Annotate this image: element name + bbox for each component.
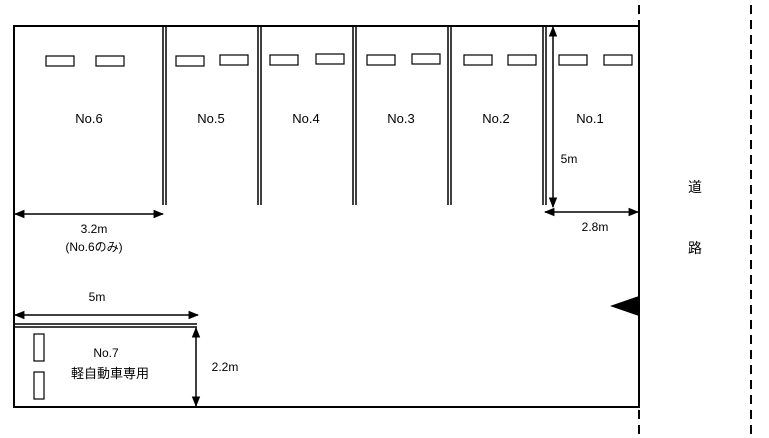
dimension-no6-width: 3.2m [81, 222, 108, 236]
wheel-stop [507, 54, 537, 66]
road-label-1: 道 [688, 179, 702, 195]
wheel-stop [219, 54, 249, 66]
wheel-stop [33, 333, 45, 362]
wheel-stop [411, 53, 441, 65]
wheel-stop [366, 54, 396, 66]
dimension-no6-note: (No.6のみ) [65, 240, 122, 254]
space-dividers [162, 26, 547, 205]
space-label-no4: No.4 [292, 111, 319, 126]
wheel-stop [603, 54, 633, 66]
wheel-stop [269, 54, 299, 66]
wheel-stop [45, 55, 75, 67]
dimension-depth: 5m [561, 152, 578, 166]
entrance-marker [610, 296, 639, 316]
wheel-stop [175, 55, 205, 67]
dimension-lot7-length: 5m [89, 290, 106, 304]
lot7-label: No.7 [93, 346, 119, 360]
wheel-stop [315, 53, 345, 65]
dimension-lot7-width: 2.2m [212, 360, 239, 374]
space-label-no5: No.5 [197, 111, 224, 126]
lot7-note: 軽自動車専用 [71, 366, 149, 381]
space-label-no2: No.2 [482, 111, 509, 126]
wheel-stop [558, 54, 588, 66]
space-label-no6: No.6 [75, 111, 102, 126]
space-label-no1: No.1 [576, 111, 603, 126]
wheel-stop [33, 371, 45, 400]
wheel-stop [463, 54, 493, 66]
wheel-stops [45, 53, 633, 67]
space-label-no3: No.3 [387, 111, 414, 126]
dimension-no1-width: 2.8m [582, 220, 609, 234]
road-label-2: 路 [688, 240, 702, 256]
wheel-stop [95, 55, 125, 67]
